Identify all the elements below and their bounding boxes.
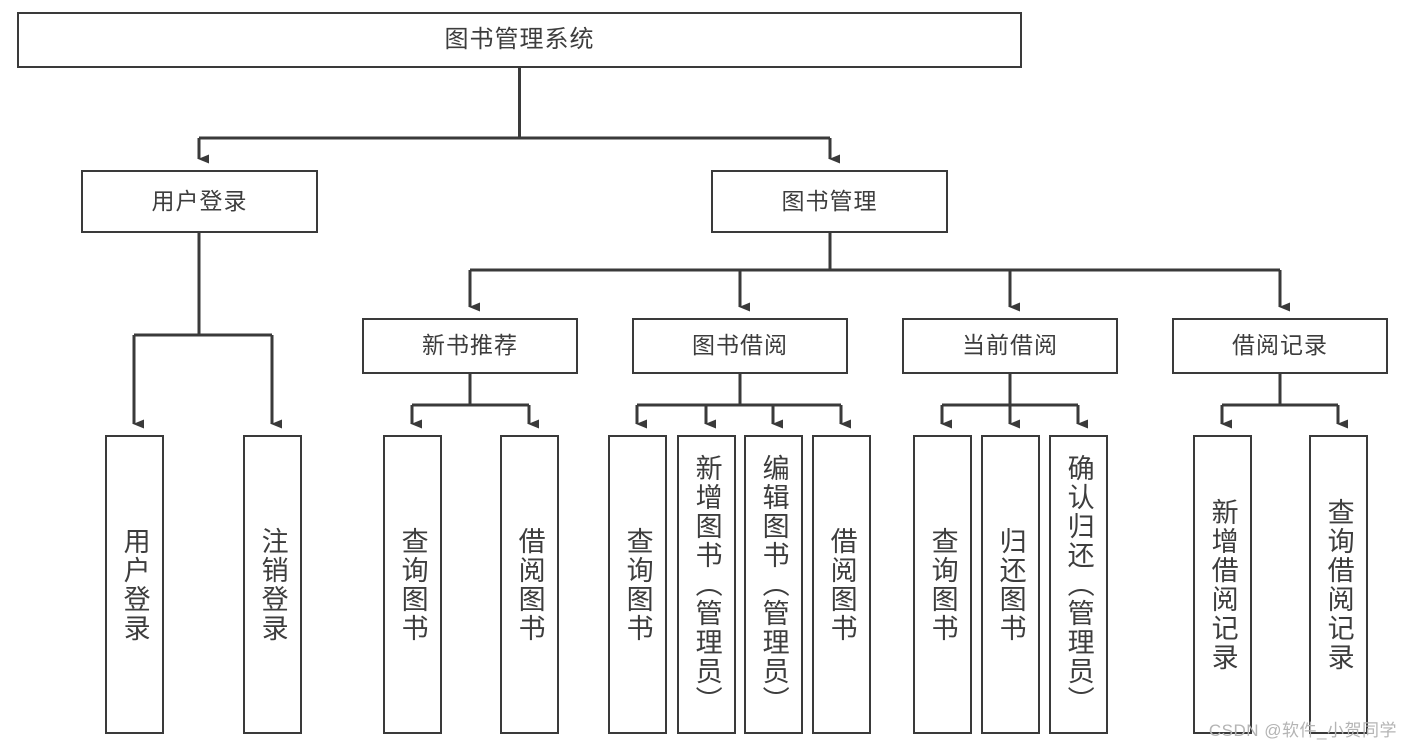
node-label: 查询借阅记录 <box>1323 497 1354 672</box>
node-borrow-record[interactable]: 借阅记录 <box>1172 318 1388 374</box>
leaf-logout[interactable]: 注销登录 <box>243 435 302 734</box>
leaf-borrow-book[interactable]: 借阅图书 <box>812 435 871 734</box>
node-label: 归还图书 <box>995 526 1026 643</box>
node-label: 确认归还（管理员） <box>1063 454 1094 715</box>
node-root-system[interactable]: 图书管理系统 <box>17 12 1022 68</box>
leaf-add-borrow-record[interactable]: 新增借阅记录 <box>1193 435 1252 734</box>
node-book-borrow[interactable]: 图书借阅 <box>632 318 848 374</box>
node-label: 借阅图书 <box>826 526 857 643</box>
leaf-query-book-current[interactable]: 查询图书 <box>913 435 972 734</box>
node-label: 新增借阅记录 <box>1207 497 1238 672</box>
node-label: 图书管理 <box>781 187 878 214</box>
node-label: 当前借阅 <box>962 332 1058 359</box>
leaf-query-borrow-record[interactable]: 查询借阅记录 <box>1309 435 1368 734</box>
leaf-query-book-recommend[interactable]: 查询图书 <box>383 435 442 734</box>
node-label: 查询图书 <box>397 526 428 643</box>
node-current-borrow[interactable]: 当前借阅 <box>902 318 1118 374</box>
node-label: 注销登录 <box>257 526 288 643</box>
leaf-query-book-borrow[interactable]: 查询图书 <box>608 435 667 734</box>
node-book-management[interactable]: 图书管理 <box>711 170 948 233</box>
node-label: 查询图书 <box>927 526 958 643</box>
node-label: 图书管理系统 <box>444 25 595 53</box>
node-label: 用户登录 <box>151 187 248 214</box>
node-label: 编辑图书（管理员） <box>758 454 789 715</box>
node-label: 图书借阅 <box>692 332 788 359</box>
watermark-text: CSDN @软件_小贺同学 <box>1208 721 1397 740</box>
node-label: 借阅图书 <box>514 526 545 643</box>
leaf-borrow-book-recommend[interactable]: 借阅图书 <box>500 435 559 734</box>
node-new-book-recommend[interactable]: 新书推荐 <box>362 318 578 374</box>
node-label: 用户登录 <box>119 526 150 643</box>
node-label: 新书推荐 <box>422 332 518 359</box>
leaf-add-book-admin[interactable]: 新增图书（管理员） <box>677 435 736 734</box>
node-label: 借阅记录 <box>1232 332 1328 359</box>
leaf-confirm-return-admin[interactable]: 确认归还（管理员） <box>1049 435 1108 734</box>
leaf-return-book[interactable]: 归还图书 <box>981 435 1040 734</box>
node-user-login[interactable]: 用户登录 <box>81 170 318 233</box>
leaf-edit-book-admin[interactable]: 编辑图书（管理员） <box>744 435 803 734</box>
node-label: 新增图书（管理员） <box>691 454 722 715</box>
node-label: 查询图书 <box>622 526 653 643</box>
leaf-user-login[interactable]: 用户登录 <box>105 435 164 734</box>
